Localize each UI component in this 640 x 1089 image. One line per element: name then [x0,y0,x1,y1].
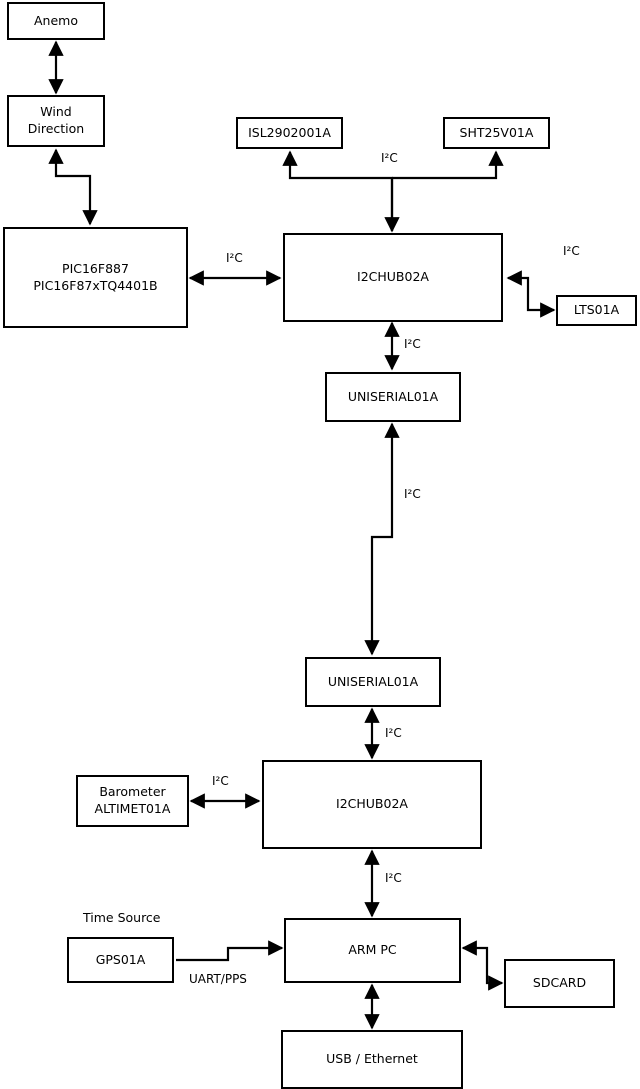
node-isl2902001a[interactable]: ISL2902001A [236,117,343,149]
node-usb-ethernet-label: USB / Ethernet [326,1051,418,1067]
node-i2chub02a-bottom-label: I2CHUB02A [336,796,408,812]
node-isl2902001a-label: ISL2902001A [248,124,331,140]
node-i2chub02a-bottom[interactable]: I2CHUB02A [262,760,482,849]
edge-label-i2c-hub-uniserial: I²C [404,337,421,351]
edge-pic-wind [48,148,98,226]
edge-label-i2c-hub-lts: I²C [563,244,580,258]
node-uniserial01a-top-label: UNISERIAL01A [347,388,439,404]
node-sht25v01a[interactable]: SHT25V01A [443,117,550,149]
edge-label-i2c-uniserial-hub2: I²C [385,726,402,740]
edge-bus-sht [392,150,504,180]
node-lts01a-label: LTS01A [573,302,620,318]
node-uniserial01a-bottom-label: UNISERIAL01A [327,673,419,689]
edge-label-i2c-hub2-armpc: I²C [385,871,402,885]
edge-label-i2c-uniserial-link: I²C [404,487,421,501]
node-sht25v01a-label: SHT25V01A [459,124,534,140]
edge-label-i2c-barometer-hub2: I²C [212,774,229,788]
edge-label-uart-pps: UART/PPS [189,972,247,986]
node-wind-direction[interactable]: Wind Direction [7,95,105,147]
edge-hubtop-bus [282,150,394,231]
node-gps01a[interactable]: GPS01A [67,937,174,983]
edge-label-i2c-pic-hub: I²C [226,251,243,265]
edge-uniserial-link [364,422,400,656]
label-time-source: Time Source [83,910,161,925]
edge-armpc-sdcard [461,940,504,991]
node-barometer-altimet01a-label: Barometer ALTIMET01A [94,784,171,816]
edge-hubtop-lts [506,270,556,318]
node-wind-direction-label: Wind Direction [27,104,85,136]
node-pic-mcu[interactable]: PIC16F887 PIC16F87xTQ4401B [3,227,188,328]
node-arm-pc-label: ARM PC [348,942,397,958]
node-uniserial01a-top[interactable]: UNISERIAL01A [325,372,461,422]
node-i2chub02a-top[interactable]: I2CHUB02A [283,233,503,322]
node-barometer-altimet01a[interactable]: Barometer ALTIMET01A [76,775,189,827]
node-sdcard-label: SDCARD [532,975,587,991]
node-sdcard[interactable]: SDCARD [504,959,615,1008]
edge-label-i2c-sensor-bus: I²C [381,151,398,165]
node-usb-ethernet[interactable]: USB / Ethernet [281,1030,463,1089]
node-uniserial01a-bottom[interactable]: UNISERIAL01A [305,657,441,707]
edge-gps-armpc [176,940,284,962]
node-i2chub02a-top-label: I2CHUB02A [357,269,429,285]
node-pic-mcu-label: PIC16F887 PIC16F87xTQ4401B [33,260,158,293]
node-anemo-label: Anemo [34,12,78,28]
node-arm-pc[interactable]: ARM PC [284,918,461,983]
node-anemo[interactable]: Anemo [7,2,105,40]
node-lts01a[interactable]: LTS01A [556,295,637,326]
node-gps01a-label: GPS01A [95,951,146,967]
